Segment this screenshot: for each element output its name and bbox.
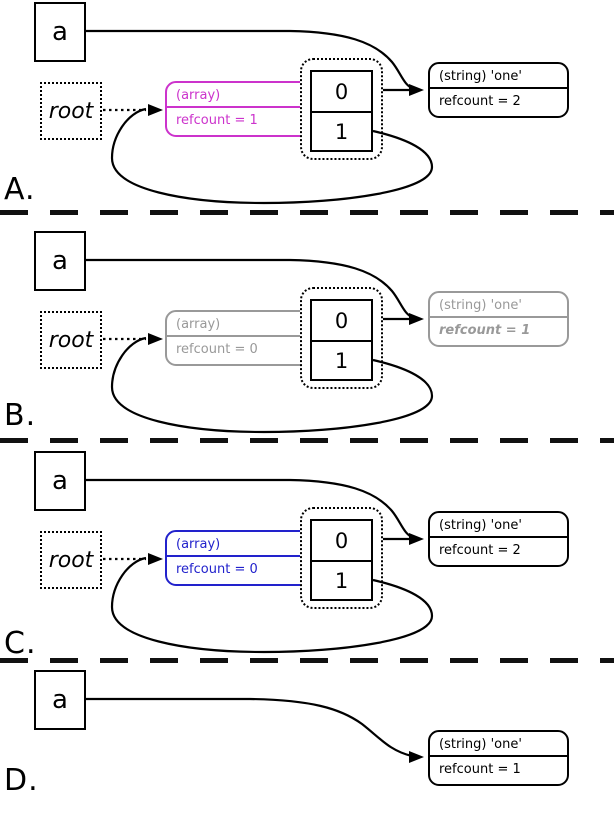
panel-d-string-type: (string) 'one' bbox=[430, 732, 567, 757]
panel-b-root-box: root bbox=[40, 311, 102, 369]
panel-c-string-refcount: refcount = 2 bbox=[439, 543, 521, 558]
panel-a-arrowhead-array bbox=[148, 104, 163, 116]
panel-a-string-type: (string) 'one' bbox=[430, 64, 567, 89]
panel-c-root-label: root bbox=[48, 547, 94, 573]
panel-c-arrowhead-array bbox=[148, 553, 163, 565]
panel-b-hashtable-wrap: 0 1 bbox=[300, 287, 383, 389]
panel-d-string-refcount: refcount = 1 bbox=[439, 762, 521, 777]
panel-d-variable-label: a bbox=[52, 685, 68, 715]
panel-c-array-type: (array) bbox=[167, 532, 309, 557]
panel-b-array-type: (array) bbox=[167, 312, 309, 337]
panel-a-array-type: (array) bbox=[167, 83, 309, 108]
panel-c-array-refcount: refcount = 0 bbox=[176, 562, 258, 577]
panel-a-label: A. bbox=[4, 172, 36, 207]
panel-a-cell-0: 0 bbox=[312, 72, 371, 111]
panel-c-array-box: (array) refcount = 0 bbox=[165, 530, 311, 586]
panel-b-label: B. bbox=[4, 398, 37, 433]
panel-b-hashtable: 0 1 bbox=[310, 299, 373, 381]
divider-c-d bbox=[0, 658, 614, 663]
panel-b-arrowhead-array bbox=[148, 333, 163, 345]
panel-b-root-label: root bbox=[48, 327, 94, 353]
panel-a-string-refcount: refcount = 2 bbox=[439, 94, 521, 109]
panel-a-hashtable: 0 1 bbox=[310, 70, 373, 152]
panel-d-arrow-a-to-string bbox=[86, 697, 413, 758]
panel-c-string-box: (string) 'one' refcount = 2 bbox=[428, 511, 569, 567]
panel-d-string-box: (string) 'one' refcount = 1 bbox=[428, 730, 569, 786]
panel-b-array-box: (array) refcount = 0 bbox=[165, 310, 311, 366]
panel-b-variable-box: a bbox=[34, 231, 86, 291]
panel-c-hashtable-wrap: 0 1 bbox=[300, 507, 383, 609]
panel-b-cell-0: 0 bbox=[312, 301, 371, 340]
panel-a-hashtable-wrap: 0 1 bbox=[300, 58, 383, 160]
panel-b-string-box: (string) 'one' refcount = 1 bbox=[428, 291, 569, 347]
panel-c-string-type: (string) 'one' bbox=[430, 513, 567, 538]
panel-b-arrowhead-string bbox=[409, 313, 424, 325]
panel-b-string-type: (string) 'one' bbox=[430, 293, 567, 318]
panel-c-arrowhead-string bbox=[409, 533, 424, 545]
panel-b-cell-1: 1 bbox=[312, 340, 371, 379]
panel-b-variable-label: a bbox=[52, 246, 68, 276]
panel-b-string-refcount: refcount = 1 bbox=[439, 323, 531, 338]
panel-d-label: D. bbox=[4, 763, 39, 798]
panel-c-variable-label: a bbox=[52, 466, 68, 496]
divider-a-b bbox=[0, 210, 614, 215]
panel-a-array-refcount: refcount = 1 bbox=[176, 113, 258, 128]
panel-a-cell-1: 1 bbox=[312, 111, 371, 150]
panel-b-array-refcount: refcount = 0 bbox=[176, 342, 258, 357]
panel-c-root-box: root bbox=[40, 531, 102, 589]
panel-c-label: C. bbox=[4, 626, 37, 661]
panel-a-variable-box: a bbox=[34, 2, 86, 62]
panel-c-cell-0: 0 bbox=[312, 521, 371, 560]
panel-a-root-label: root bbox=[48, 98, 94, 124]
divider-b-c bbox=[0, 438, 614, 443]
panel-d-arrowhead-string bbox=[409, 751, 424, 763]
panel-c-variable-box: a bbox=[34, 451, 86, 511]
panel-a-arrowhead-string bbox=[409, 84, 424, 96]
panel-a-array-box: (array) refcount = 1 bbox=[165, 81, 311, 137]
panel-a-string-box: (string) 'one' refcount = 2 bbox=[428, 62, 569, 118]
panel-c-cell-1: 1 bbox=[312, 560, 371, 599]
panel-a-variable-label: a bbox=[52, 17, 68, 47]
panel-a-root-box: root bbox=[40, 82, 102, 140]
panel-c-hashtable: 0 1 bbox=[310, 519, 373, 601]
panel-d-variable-box: a bbox=[34, 670, 86, 730]
